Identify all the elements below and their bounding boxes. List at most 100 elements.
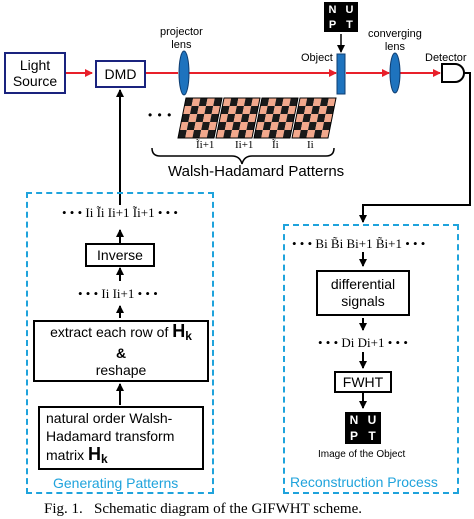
pattern-outline — [215, 97, 261, 139]
patterns-title: Walsh-Hadamard Patterns — [168, 163, 345, 180]
pattern-cell — [282, 98, 291, 106]
pattern-cell — [228, 106, 237, 114]
differential-line2: signals — [341, 293, 385, 309]
pattern-label-4: Ii — [307, 139, 314, 151]
pattern-cell — [235, 106, 244, 114]
pattern-cell — [300, 122, 310, 130]
pattern-cell — [181, 114, 190, 122]
pattern-cell — [197, 106, 206, 114]
pattern-cell — [191, 98, 201, 106]
pattern-cell — [198, 98, 208, 106]
pattern-cell — [277, 122, 286, 130]
extract-matrix-sub: k — [185, 329, 192, 343]
projector-lens-line2: lens — [171, 39, 192, 51]
pattern-cell — [311, 106, 320, 114]
pattern-cell — [260, 98, 270, 106]
extract-text: extract each row of — [50, 324, 169, 340]
pattern-cell — [271, 114, 281, 122]
pattern-cell — [192, 130, 202, 138]
pattern-cell — [282, 130, 292, 138]
object-logo-t: T — [346, 18, 353, 31]
pattern-cell — [275, 130, 285, 138]
right-seq-mid: • • • Di Di+1 • • • — [318, 335, 408, 350]
converging-lens-label: converging lens — [368, 28, 422, 54]
converging-lens-icon — [389, 52, 401, 94]
pattern-cell — [184, 98, 194, 106]
pattern-label-3: Ĩi — [272, 139, 279, 151]
figure-caption: Fig. 1. Schematic diagram of the GIFWHT … — [44, 501, 362, 517]
pattern-cell — [232, 122, 241, 130]
pattern-cell — [201, 122, 210, 130]
pattern-cell — [287, 106, 297, 114]
pattern-cell — [239, 122, 248, 130]
pattern-cell — [240, 114, 250, 122]
generating-patterns-title: Generating Patterns — [53, 475, 179, 491]
object-slab-icon — [336, 53, 346, 95]
pattern-cell — [298, 98, 308, 106]
object-logo-p: P — [328, 18, 337, 31]
reconstruction-panel — [283, 224, 459, 494]
patterns-dots: • • • — [148, 108, 173, 122]
pattern-cell — [216, 130, 225, 138]
light-source-box: Light Source — [4, 52, 66, 94]
pattern-cell — [274, 98, 284, 106]
pattern-cell — [320, 130, 330, 138]
pattern-cell — [217, 122, 227, 130]
natural-order-box: natural order Walsh- Hadamard transform … — [38, 406, 204, 470]
pattern-cell — [309, 114, 319, 122]
pattern-cell — [233, 114, 243, 122]
pattern-cell — [320, 98, 329, 106]
object-label: Object — [301, 52, 333, 64]
pattern-cell — [293, 122, 303, 130]
pattern-label-2: Ii+1 — [235, 139, 254, 151]
image-logo-t: T — [368, 429, 376, 443]
walsh-hadamard-patterns — [177, 97, 337, 139]
pattern-cell — [236, 98, 246, 106]
detector-icon — [441, 63, 465, 83]
pattern-cell — [280, 106, 290, 114]
reconstruction-title: Reconstruction Process — [290, 474, 438, 490]
pattern-cell — [248, 114, 257, 122]
projector-lens-icon — [178, 50, 190, 96]
pattern-cell — [261, 130, 270, 138]
pattern-cell — [186, 122, 196, 130]
left-seq-mid: • • • Ii Ii+1 • • • — [78, 286, 158, 301]
projector-lens-label: projector lens — [160, 26, 203, 52]
pattern-cell — [325, 106, 335, 114]
pattern-cell — [324, 114, 333, 122]
image-caption: Image of the Object — [318, 449, 406, 460]
pattern-outline — [253, 97, 299, 139]
pattern-cell — [284, 122, 294, 130]
extract-box: extract each row of Hk & reshape — [33, 320, 209, 382]
natural-line3: matrix — [46, 446, 85, 463]
pattern-cell — [302, 114, 312, 122]
fwht-label: FWHT — [342, 374, 384, 390]
natural-matrix: H — [88, 443, 102, 464]
pattern-cell — [229, 98, 239, 106]
dmd-box: DMD — [95, 60, 146, 88]
pattern-cell — [318, 106, 328, 114]
fwht-box: FWHT — [334, 371, 392, 393]
pattern-cell — [299, 130, 308, 138]
pattern-cell — [179, 122, 189, 130]
pattern-cell — [223, 130, 232, 138]
light-source-line2: Source — [12, 73, 58, 89]
pattern-label-1: Ĩi+1 — [196, 139, 215, 151]
natural-line1: natural order Walsh- — [46, 409, 173, 426]
natural-line2: Hadamard transform — [46, 427, 175, 444]
pattern-cell — [211, 106, 221, 114]
detector-label: Detector — [425, 52, 467, 64]
pattern-cell — [278, 114, 288, 122]
pattern-cell — [273, 106, 282, 114]
pattern-cell — [206, 130, 216, 138]
pattern-outline — [177, 97, 223, 139]
pattern-cell — [306, 130, 316, 138]
pattern-3 — [253, 97, 299, 139]
pattern-cell — [308, 122, 317, 130]
pattern-cell — [267, 98, 277, 106]
pattern-cell — [304, 106, 313, 114]
differential-box: differential signals — [316, 270, 410, 316]
pattern-cell — [312, 98, 322, 106]
right-seq-top: • • • Bi B̃i Bi+1 B̃i+1 • • • — [292, 236, 426, 251]
pattern-cell — [249, 106, 259, 114]
